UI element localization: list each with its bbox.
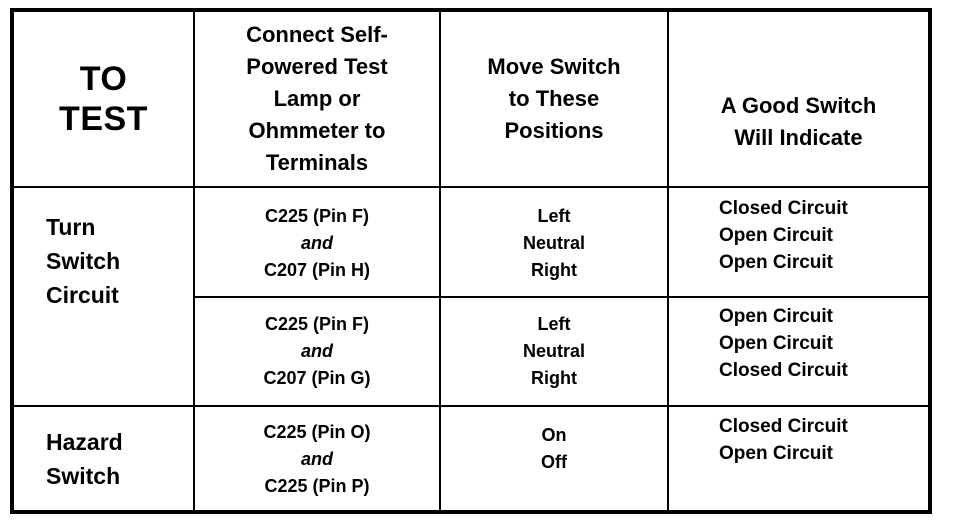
terminal-and: and xyxy=(300,232,333,253)
result-value: Open Circuit xyxy=(719,225,834,246)
header-move-line: Move Switch xyxy=(487,54,621,79)
header-connect-line: Terminals xyxy=(265,150,369,175)
terminal-from: C225 (Pin F) xyxy=(264,205,370,226)
terminal-to: C207 (Pin G) xyxy=(263,368,371,388)
result-value: Closed Circuit xyxy=(719,360,848,381)
header-move-switch: Move Switch to These Positions xyxy=(441,12,667,186)
row-divider xyxy=(10,405,932,407)
terminals-cell: C225 (Pin F) and C207 (Pin G) xyxy=(195,298,439,405)
header-good-switch: A Good Switch Will Indicate xyxy=(669,52,928,192)
terminals-cell: C225 (Pin F) and C207 (Pin H) xyxy=(195,190,439,296)
subrow-divider xyxy=(193,296,932,298)
result-value: Closed Circuit xyxy=(719,198,848,219)
header-connect-line: Powered Test xyxy=(246,54,388,79)
header-to-test: TO TEST xyxy=(14,12,193,186)
result-value: Open Circuit xyxy=(719,333,834,354)
position-value: Right xyxy=(531,368,577,388)
position-value: On xyxy=(541,425,567,445)
header-connect-line: Ohmmeter to xyxy=(248,118,386,143)
positions-cell: On Off xyxy=(441,409,667,510)
position-value: Left xyxy=(537,205,571,226)
position-value: Neutral xyxy=(522,232,585,253)
result-value: Open Circuit xyxy=(719,252,834,273)
header-to-test-line: TEST xyxy=(59,100,148,138)
terminal-to: C207 (Pin H) xyxy=(263,259,371,280)
position-value: Neutral xyxy=(522,341,585,361)
header-connect-line: Lamp or xyxy=(273,86,361,111)
position-value: Right xyxy=(531,259,577,280)
terminal-from: C225 (Pin O) xyxy=(263,422,371,442)
result-value: Open Circuit xyxy=(719,306,834,327)
header-move-line: to These xyxy=(508,86,600,111)
header-to-test-line: TO xyxy=(79,60,128,98)
terminal-from: C225 (Pin F) xyxy=(264,314,370,334)
header-good-line: A Good Switch xyxy=(720,93,877,118)
row-label-line: Hazard xyxy=(46,428,123,455)
column-divider xyxy=(193,8,195,514)
header-connect-terminals: Connect Self- Powered Test Lamp or Ohmme… xyxy=(195,12,439,186)
row-label-line: Turn xyxy=(46,214,96,240)
results-cell: Closed Circuit Open Circuit Open Circuit xyxy=(719,190,928,296)
result-value: Closed Circuit xyxy=(719,416,848,437)
terminals-cell: C225 (Pin O) and C225 (Pin P) xyxy=(195,409,439,510)
result-value: Open Circuit xyxy=(719,443,834,464)
switch-test-table xyxy=(10,8,932,514)
header-divider xyxy=(10,186,932,188)
position-value: Left xyxy=(537,314,571,334)
row-label-line: Switch xyxy=(46,462,121,489)
positions-cell: Left Neutral Right xyxy=(441,190,667,296)
terminal-and: and xyxy=(300,449,333,469)
column-divider xyxy=(439,8,441,514)
header-good-line: Will Indicate xyxy=(734,125,863,150)
row-label-line: Switch xyxy=(46,248,121,274)
position-value: Off xyxy=(541,452,567,472)
header-move-line: Positions xyxy=(504,118,604,143)
results-cell: Open Circuit Open Circuit Closed Circuit xyxy=(719,298,928,405)
results-cell: Closed Circuit Open Circuit xyxy=(719,409,928,510)
row-label-turn-switch: Turn Switch Circuit xyxy=(46,188,193,405)
row-label-line: Circuit xyxy=(46,282,119,308)
positions-cell: Left Neutral Right xyxy=(441,298,667,405)
terminal-and: and xyxy=(300,341,333,361)
row-label-hazard-switch: Hazard Switch xyxy=(46,407,193,510)
column-divider xyxy=(667,8,669,514)
header-connect-line: Connect Self- xyxy=(246,22,388,47)
terminal-to: C225 (Pin P) xyxy=(264,476,370,496)
